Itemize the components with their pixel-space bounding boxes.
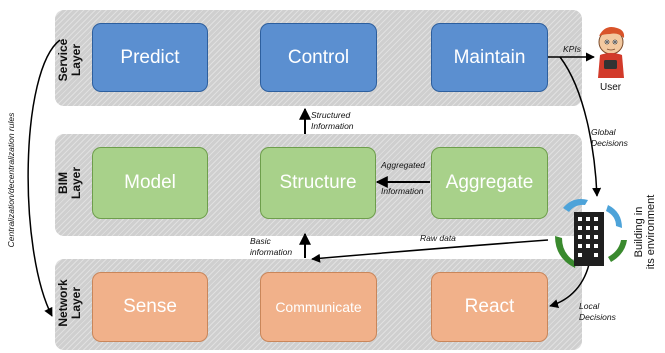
aggregated-information-label: Aggregated xyxy=(381,160,425,170)
structure-box: Structure xyxy=(260,147,376,219)
raw-data-arrow xyxy=(311,239,549,263)
raw-data-label: Raw data xyxy=(420,233,456,243)
aggregated-information-label-2: Information xyxy=(381,186,424,196)
centralization-label: Centralization/decentralization rules xyxy=(6,112,16,248)
predict-box: Predict xyxy=(92,23,208,92)
react-box: React xyxy=(431,272,548,342)
maintain-box: Maintain xyxy=(431,23,548,92)
user-icon xyxy=(598,27,625,78)
communicate-box: Communicate xyxy=(260,272,377,342)
global-decisions-arrow xyxy=(559,56,602,197)
kpis-label: KPIs xyxy=(563,44,581,54)
local-decisions-arrow xyxy=(549,259,591,308)
building-icon xyxy=(555,199,627,268)
aggregate-box: Aggregate xyxy=(431,147,548,219)
centralization-arrow xyxy=(27,39,61,317)
model-box: Model xyxy=(92,147,208,219)
user-label: User xyxy=(600,82,622,93)
sense-box: Sense xyxy=(92,272,208,342)
control-box: Control xyxy=(260,23,377,92)
